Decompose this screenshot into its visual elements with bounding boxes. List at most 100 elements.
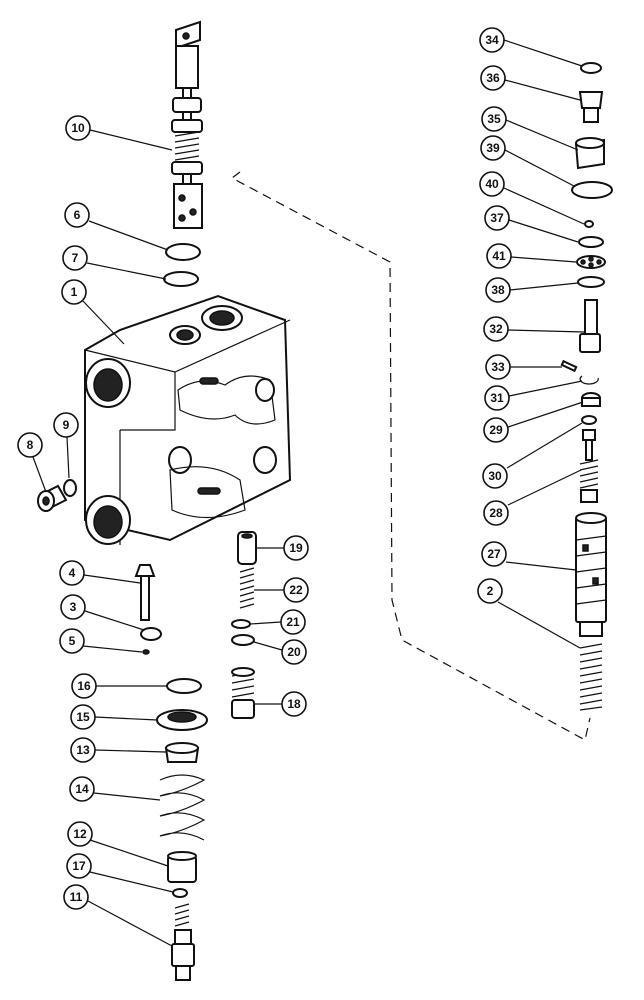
- callout-32: 32: [483, 316, 509, 342]
- svg-text:32: 32: [489, 322, 503, 336]
- svg-text:5: 5: [69, 634, 76, 648]
- nut-35: [574, 137, 605, 170]
- callout-10: 10: [65, 115, 91, 141]
- washer-37: [578, 236, 604, 248]
- svg-text:19: 19: [289, 541, 303, 555]
- ring-34: [580, 62, 602, 74]
- o-ring-30: [581, 415, 597, 425]
- o-ring-17: [172, 888, 188, 898]
- washer-20: [231, 634, 255, 646]
- svg-text:9: 9: [63, 418, 70, 432]
- cap-29: [581, 392, 601, 407]
- sleeve-27: [575, 512, 607, 637]
- svg-text:39: 39: [486, 141, 500, 155]
- svg-text:34: 34: [485, 33, 499, 47]
- o-ring-9: [63, 479, 77, 497]
- callout-15: 15: [70, 704, 96, 730]
- washer-3: [140, 627, 162, 641]
- callout-29: 29: [483, 417, 509, 443]
- spool-assembly-top: [171, 20, 203, 229]
- plunger-19: [237, 531, 257, 565]
- callout-11: 11: [63, 884, 89, 910]
- svg-text:8: 8: [27, 438, 34, 452]
- svg-text:3: 3: [70, 600, 77, 614]
- callout-8: 8: [17, 432, 43, 458]
- callout-39: 39: [480, 135, 506, 161]
- callout-31: 31: [484, 385, 510, 411]
- ball-40: [584, 220, 594, 228]
- svg-text:7: 7: [72, 251, 79, 265]
- o-ring-7: [163, 271, 199, 287]
- svg-text:38: 38: [491, 283, 505, 297]
- callout-17: 17: [66, 853, 92, 879]
- svg-text:37: 37: [490, 211, 504, 225]
- callout-12: 12: [67, 821, 93, 847]
- callout-16: 16: [71, 673, 97, 699]
- bearing-41: [576, 255, 606, 269]
- svg-text:16: 16: [77, 679, 91, 693]
- svg-text:35: 35: [487, 112, 501, 126]
- svg-text:13: 13: [76, 743, 90, 757]
- dashed-alignment-line: [230, 171, 591, 741]
- plug-8: [37, 484, 68, 512]
- svg-text:21: 21: [286, 615, 300, 629]
- svg-text:20: 20: [287, 645, 301, 659]
- fitting-36: [578, 91, 604, 123]
- callout-40: 40: [479, 171, 505, 197]
- sleeve-12: [167, 851, 197, 883]
- svg-text:2: 2: [487, 584, 494, 598]
- plug-18: [231, 667, 255, 719]
- o-ring-39: [571, 181, 613, 199]
- svg-text:14: 14: [75, 782, 89, 796]
- piston-32: [579, 299, 601, 353]
- callout-4: 4: [59, 560, 85, 586]
- callout-22: 22: [283, 577, 309, 603]
- svg-text:1: 1: [71, 285, 78, 299]
- poppet-4: [134, 564, 156, 621]
- svg-text:29: 29: [489, 423, 503, 437]
- spring-14: [159, 774, 206, 841]
- o-ring-16: [166, 678, 202, 694]
- callout-33: 33: [485, 354, 511, 380]
- pin-33: [560, 359, 578, 373]
- callout-18: 18: [281, 691, 307, 717]
- svg-text:17: 17: [72, 859, 86, 873]
- callout-5: 5: [59, 628, 85, 654]
- svg-text:41: 41: [492, 249, 506, 263]
- svg-text:18: 18: [287, 697, 301, 711]
- svg-text:36: 36: [486, 71, 500, 85]
- callout-9: 9: [53, 412, 79, 438]
- callout-7: 7: [62, 245, 88, 271]
- o-ring-21: [231, 619, 251, 629]
- spring-2: [579, 643, 603, 711]
- callout-27: 27: [481, 541, 507, 567]
- callout-36: 36: [480, 65, 506, 91]
- callout-41: 41: [486, 243, 512, 269]
- svg-text:10: 10: [71, 121, 85, 135]
- retainer-15: [156, 709, 208, 731]
- spool-28: [579, 429, 599, 503]
- svg-text:11: 11: [70, 890, 83, 904]
- svg-text:22: 22: [289, 583, 303, 597]
- leader-lines: [32, 39, 585, 947]
- svg-text:4: 4: [69, 566, 76, 580]
- seal-ring-6: [165, 243, 201, 261]
- svg-text:33: 33: [491, 360, 505, 374]
- svg-text:31: 31: [490, 391, 504, 405]
- callout-37: 37: [484, 205, 510, 231]
- svg-text:15: 15: [76, 710, 90, 724]
- callout-28: 28: [483, 500, 509, 526]
- snap-ring-31: [579, 375, 599, 385]
- callout-21: 21: [280, 609, 306, 635]
- callout-38: 38: [485, 277, 511, 303]
- washer-38: [577, 276, 605, 288]
- svg-text:12: 12: [73, 827, 87, 841]
- callout-14: 14: [69, 776, 95, 802]
- ball-5: [142, 649, 150, 655]
- cup-13: [164, 742, 200, 763]
- callout-6: 6: [64, 202, 90, 228]
- svg-text:28: 28: [489, 506, 503, 520]
- valve-body: [84, 294, 292, 545]
- svg-text:30: 30: [488, 469, 502, 483]
